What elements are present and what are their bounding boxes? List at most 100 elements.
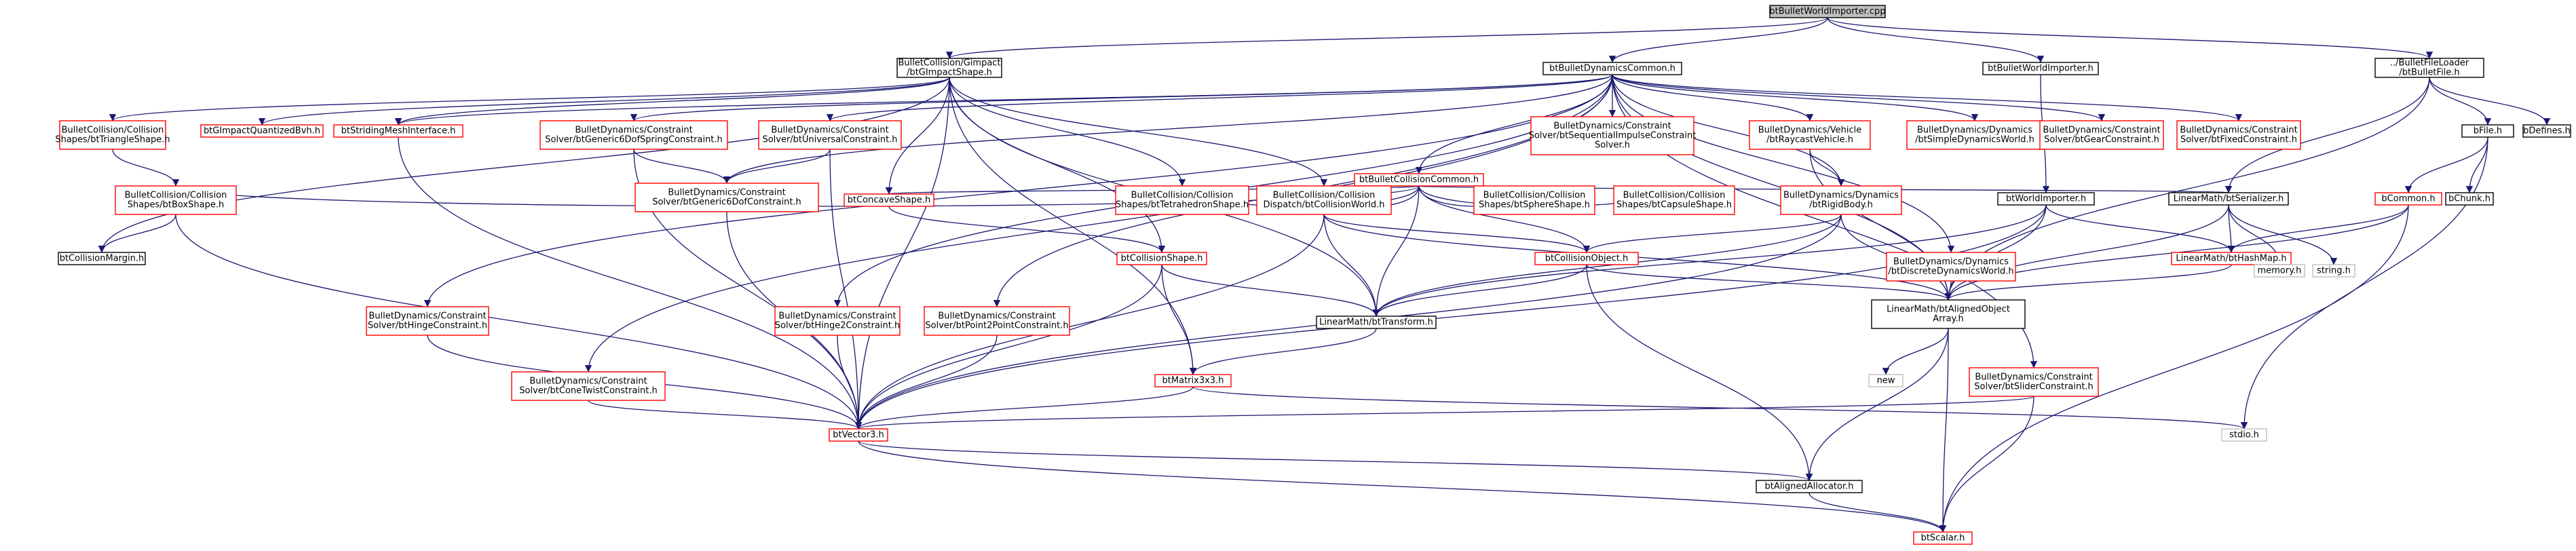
edge-vector3-to-allocator	[858, 440, 1813, 481]
node-hinge[interactable]: BulletDynamics/ConstraintSolver/btHingeC…	[366, 306, 489, 336]
edge	[1809, 149, 1845, 187]
node-raycast[interactable]: BulletDynamics/Vehicle/btRaycastVehicle.…	[1749, 120, 1871, 150]
node-label: /btBulletFile.h	[2399, 68, 2459, 78]
node-worldimporter2[interactable]: btWorldImporter.h	[1997, 192, 2095, 206]
node-serializer[interactable]: LinearMath/btSerializer.h	[2168, 192, 2289, 206]
node-colshape[interactable]: btCollisionShape.h	[1116, 252, 1207, 265]
node-sphere[interactable]: BulletCollision/CollisionShapes/btSphere…	[1473, 185, 1595, 215]
edge-rigidbody-to-colobject	[1583, 214, 1842, 253]
node-label: Array.h	[1933, 314, 1964, 324]
node-boxshape[interactable]: BulletCollision/CollisionShapes/btBoxSha…	[115, 185, 237, 215]
edge-layer	[98, 17, 2551, 533]
node-colcommon[interactable]: btBulletCollisionCommon.h	[1354, 173, 1484, 187]
node-hashmap[interactable]: LinearMath/btHashMap.h	[2171, 252, 2292, 265]
node-string[interactable]: string.h	[2312, 264, 2355, 278]
node-gear[interactable]: BulletDynamics/ConstraintSolver/btGearCo…	[2039, 120, 2164, 150]
edge	[98, 214, 176, 253]
node-bchunk[interactable]: bChunk.h	[2445, 192, 2494, 206]
node-vector3[interactable]: btVector3.h	[829, 428, 888, 442]
node-new[interactable]: new	[1868, 374, 1903, 387]
node-label: Shapes/btCapsuleShape.h	[1616, 200, 1732, 210]
node-box	[2445, 192, 2494, 206]
node-box	[2221, 428, 2267, 442]
node-fixed[interactable]: BulletDynamics/ConstraintSolver/btFixedC…	[2176, 120, 2301, 150]
node-box	[829, 428, 888, 442]
node-label: memory.h	[2258, 266, 2302, 276]
node-box	[1354, 173, 1484, 187]
node-dyncommon[interactable]: btBulletDynamicsCommon.h	[1542, 62, 1682, 75]
node-worldimporter_h[interactable]: btBulletWorldImporter.h	[1982, 62, 2099, 75]
node-label: BulletCollision/Collision	[1131, 191, 1234, 201]
node-g6dofspring[interactable]: BulletDynamics/ConstraintSolver/btGeneri…	[539, 120, 728, 150]
edge	[949, 77, 1186, 187]
edge	[855, 396, 2034, 430]
node-label: LinearMath/btAlignedObject	[1887, 305, 2010, 315]
node-box	[539, 120, 728, 150]
edge	[1805, 328, 1949, 481]
node-box	[1613, 185, 1735, 215]
edge-colobject-to-allocator	[1586, 264, 1813, 481]
node-concave[interactable]: btConcaveShape.h	[844, 193, 934, 207]
edge-gimpact-to-colworld	[949, 77, 1328, 187]
edge	[1583, 214, 1842, 253]
node-colmargin[interactable]: btCollisionMargin.h	[58, 252, 146, 265]
node-seqimpulse[interactable]: BulletDynamics/ConstraintSolver/btSequen…	[1529, 116, 1697, 155]
node-root[interactable]: btBulletWorldImporter.cpp	[1769, 5, 1886, 18]
edge	[1827, 17, 2045, 63]
node-label: BulletDynamics/Constraint	[529, 377, 647, 387]
edge	[630, 74, 1613, 121]
node-scalar[interactable]: btScalar.h	[1913, 531, 1973, 545]
node-hinge2[interactable]: BulletDynamics/ConstraintSolver/btHinge2…	[774, 306, 901, 336]
node-matrix[interactable]: btMatrix3x3.h	[1154, 374, 1232, 387]
edge	[1372, 185, 1420, 317]
node-rigidbody[interactable]: BulletDynamics/Dynamics/btRigidBody.h	[1780, 185, 1902, 215]
edge	[888, 206, 1166, 253]
node-colworld[interactable]: BulletCollision/CollisionDispatch/btColl…	[1256, 185, 1392, 215]
node-tetra[interactable]: BulletCollision/CollisionShapes/btTetrah…	[1115, 185, 1249, 215]
edge-gimpact-to-colmargin	[98, 77, 950, 253]
node-p2p[interactable]: BulletDynamics/ConstraintSolver/btPoint2…	[924, 306, 1070, 336]
node-bdefines[interactable]: bDefines.h	[2522, 124, 2571, 138]
node-bulletfile[interactable]: ../BulletFileLoader/btBulletFile.h	[2374, 58, 2484, 78]
node-label: BulletDynamics/Constraint	[668, 188, 785, 198]
edge-bfile-to-bcommon	[2404, 136, 2488, 193]
node-box	[1473, 185, 1595, 215]
node-conetwist[interactable]: BulletDynamics/ConstraintSolver/btConeTw…	[511, 371, 666, 401]
node-striding[interactable]: btStridingMeshInterface.h	[333, 124, 463, 138]
node-triangle[interactable]: BulletCollision/CollisionShapes/btTriang…	[55, 120, 170, 150]
node-box	[2039, 120, 2164, 150]
node-capsule[interactable]: BulletCollision/CollisionShapes/btCapsul…	[1613, 185, 1735, 215]
edge-conetwist-to-vector3	[588, 400, 863, 430]
edge	[949, 77, 1166, 253]
edge	[395, 74, 1613, 126]
node-box	[1749, 120, 1871, 150]
node-memory[interactable]: memory.h	[2254, 264, 2305, 278]
node-allocator[interactable]: btAlignedAllocator.h	[1756, 480, 1863, 493]
node-quantbvh[interactable]: btGImpactQuantizedBvh.h	[200, 124, 324, 138]
node-box	[2176, 120, 2301, 150]
node-transform[interactable]: LinearMath/btTransform.h	[1316, 316, 1437, 329]
node-stdio[interactable]: stdio.h	[2221, 428, 2267, 442]
node-label: Shapes/btTetrahedronShape.h	[1116, 200, 1249, 210]
node-universal[interactable]: BulletDynamics/ConstraintSolver/btUniver…	[758, 120, 902, 150]
node-label: Solver/btConeTwistConstraint.h	[519, 386, 658, 396]
node-box	[844, 193, 934, 207]
node-box	[758, 120, 902, 150]
node-g6dof[interactable]: BulletDynamics/ConstraintSolver/btGeneri…	[634, 183, 819, 212]
node-slider[interactable]: BulletDynamics/ConstraintSolver/btSlider…	[1969, 367, 2099, 397]
edge	[854, 214, 1325, 430]
node-label: btBulletWorldImporter.h	[1988, 64, 2094, 74]
edge-gimpact-to-colshape	[949, 77, 1166, 253]
node-bfile[interactable]: bFile.h	[2461, 124, 2514, 138]
node-box	[200, 124, 324, 138]
node-label: BulletCollision/Collision	[1273, 191, 1376, 201]
edge	[1189, 328, 1377, 375]
node-discrete[interactable]: BulletDynamics/Dynamics/btDiscreteDynami…	[1886, 252, 2016, 282]
node-colobject[interactable]: btCollisionObject.h	[1534, 252, 1639, 265]
node-gimpact[interactable]: BulletCollision/Gimpact/btGImpactShape.h	[896, 58, 1002, 78]
node-simpleworld[interactable]: BulletDynamics/Dynamics/btSimpleDynamics…	[1906, 120, 2043, 150]
node-bcommon[interactable]: bCommon.h	[2374, 192, 2442, 206]
node-label: /btGImpactShape.h	[907, 68, 992, 78]
edge	[398, 136, 863, 430]
